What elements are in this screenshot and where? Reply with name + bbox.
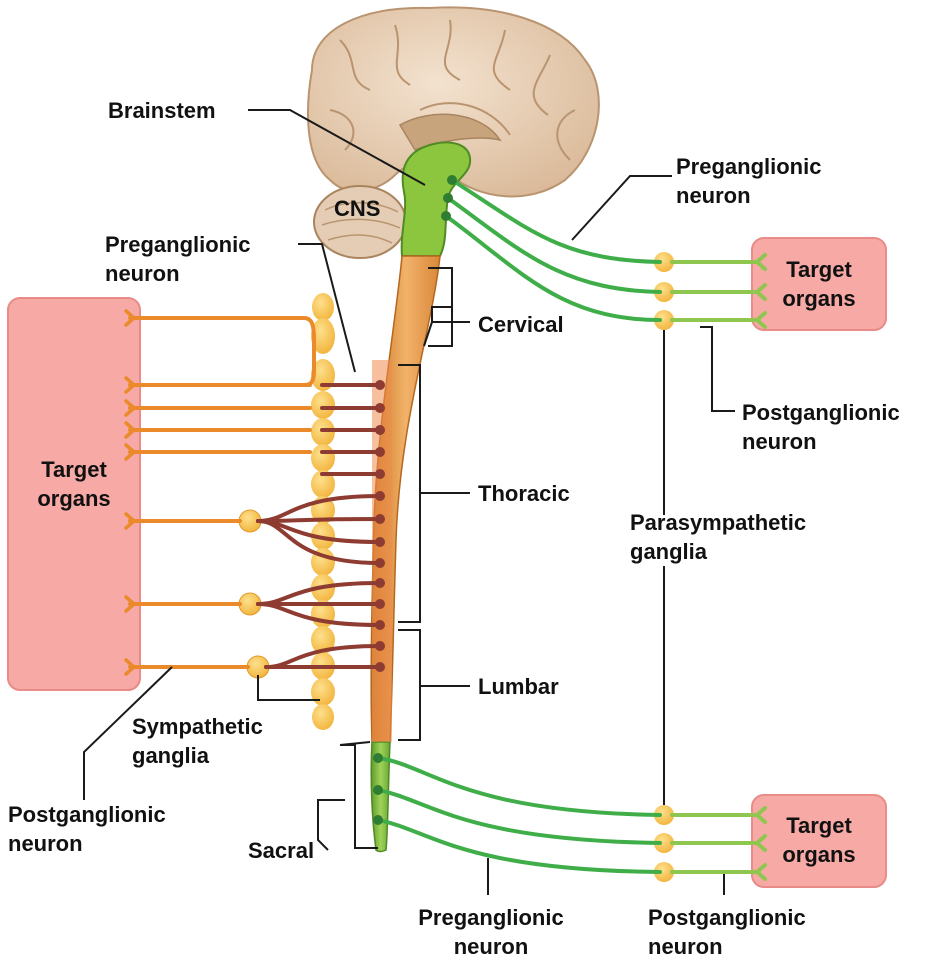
label-target-organs-top-right: Target organs xyxy=(758,255,880,313)
label-target-organs-bottom-right: Target organs xyxy=(758,811,880,869)
label-preganglionic-left-line2: neuron xyxy=(105,259,250,288)
label-preganglionic-left-line1: Preganglionic xyxy=(105,230,250,259)
brainstem xyxy=(402,142,470,256)
label-target-organs-top-right-line1: Target xyxy=(758,255,880,284)
label-sympathetic-ganglia: Sympathetic ganglia xyxy=(132,712,263,770)
label-preganglionic-bottom-line2: neuron xyxy=(396,932,586,961)
label-preganglionic-bottom: Preganglionic neuron xyxy=(396,903,586,961)
label-preganglionic-top-right-line2: neuron xyxy=(676,181,821,210)
label-sympathetic-ganglia-line2: ganglia xyxy=(132,741,263,770)
spinal-cord-thoracolumbar-segments xyxy=(372,360,392,742)
label-parasympathetic-ganglia-line1: Parasympathetic xyxy=(630,508,806,537)
label-postganglionic-bottom-right-line1: Postganglionic xyxy=(648,903,806,932)
label-preganglionic-top-right: Preganglionic neuron xyxy=(676,152,821,210)
label-brainstem: Brainstem xyxy=(108,96,216,125)
label-postganglionic-left: Postganglionic neuron xyxy=(8,800,166,858)
label-postganglionic-mid-right-line1: Postganglionic xyxy=(742,398,900,427)
label-target-organs-bottom-right-line1: Target xyxy=(758,811,880,840)
parasympathetic-postganglionic-fibers xyxy=(672,255,765,879)
label-parasympathetic-ganglia: Parasympathetic ganglia xyxy=(630,508,806,566)
label-target-organs-bottom-right-line2: organs xyxy=(758,840,880,869)
label-preganglionic-bottom-line1: Preganglionic xyxy=(396,903,586,932)
collateral-ganglia xyxy=(239,510,269,678)
label-preganglionic-top-right-line1: Preganglionic xyxy=(676,152,821,181)
label-postganglionic-bottom-right: Postganglionic neuron xyxy=(648,903,806,961)
label-sympathetic-ganglia-line1: Sympathetic xyxy=(132,712,263,741)
label-postganglionic-mid-right: Postganglionic neuron xyxy=(742,398,900,456)
label-target-organs-left-line1: Target xyxy=(14,455,134,484)
label-lumbar: Lumbar xyxy=(478,672,559,701)
label-cns: CNS xyxy=(334,194,380,223)
label-target-organs-left-line2: organs xyxy=(14,484,134,513)
label-postganglionic-left-line2: neuron xyxy=(8,829,166,858)
label-thoracic: Thoracic xyxy=(478,479,570,508)
label-postganglionic-left-line1: Postganglionic xyxy=(8,800,166,829)
label-postganglionic-mid-right-line2: neuron xyxy=(742,427,900,456)
label-cervical: Cervical xyxy=(478,310,564,339)
label-target-organs-left: Target organs xyxy=(14,455,134,513)
label-preganglionic-left: Preganglionic neuron xyxy=(105,230,250,288)
label-parasympathetic-ganglia-line2: ganglia xyxy=(630,537,806,566)
sympathetic-postganglionic-fibers xyxy=(130,318,314,667)
label-sacral: Sacral xyxy=(248,836,314,865)
label-postganglionic-bottom-right-line2: neuron xyxy=(648,932,806,961)
label-target-organs-top-right-line2: organs xyxy=(758,284,880,313)
